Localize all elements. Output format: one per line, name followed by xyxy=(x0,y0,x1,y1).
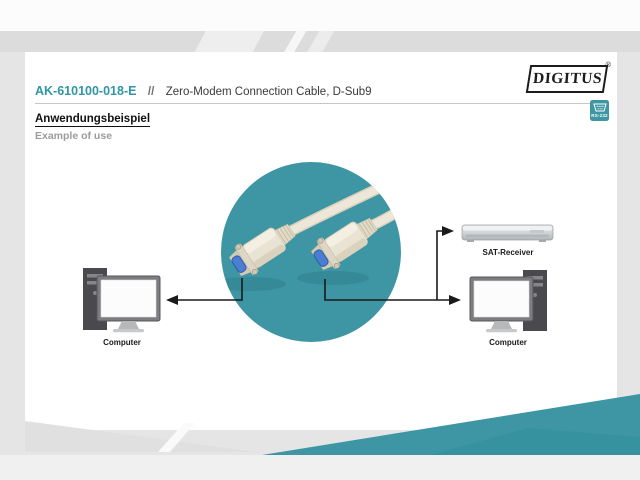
digitus-logo: DIGITUS ® xyxy=(525,60,611,93)
rs232-badge-label: RS-232 xyxy=(591,113,608,118)
teal-accent-shade xyxy=(430,428,640,455)
registered-trademark-mark: ® xyxy=(605,60,611,69)
page-top-strip xyxy=(0,0,640,31)
product-title: Zero-Modem Connection Cable, D-Sub9 xyxy=(165,86,372,98)
page-bottom-strip xyxy=(0,455,640,480)
decor-streak xyxy=(304,31,337,52)
section-heading-en: Example of use xyxy=(35,130,113,142)
header-divider xyxy=(35,103,606,104)
product-header: AK-610100-018-E // Zero-Modem Connection… xyxy=(35,82,610,100)
section-heading-de: Anwendungsbeispiel xyxy=(35,113,151,127)
rs232-badge: RS-232 xyxy=(590,100,609,121)
content-card: DIGITUS ® AK-610100-018-E // Zero-Modem … xyxy=(25,52,617,430)
decor-streak xyxy=(192,31,266,52)
decor-top-band xyxy=(0,31,640,52)
decor-streak xyxy=(281,31,309,52)
header-separator: // xyxy=(147,86,155,98)
dsub9-connector-icon xyxy=(592,103,607,112)
product-code: AK-610100-018-E xyxy=(35,84,137,98)
